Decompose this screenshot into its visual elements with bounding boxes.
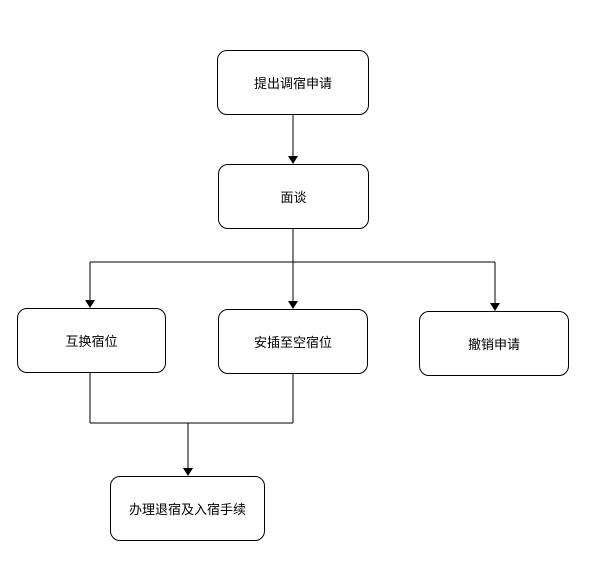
- node-cancel-application-label: 撤销申请: [467, 338, 520, 353]
- node-swap-bed: 互换宿位: [17, 308, 166, 373]
- node-interview: 面谈: [218, 164, 369, 229]
- node-checkout-checkin-procedures: 办理退宿及入宿手续: [110, 476, 265, 541]
- node-submit-application: 提出调宿申请: [217, 50, 369, 115]
- node-cancel-application: 撤销申请: [419, 311, 569, 376]
- node-submit-application-label: 提出调宿申请: [253, 77, 332, 92]
- node-swap-bed-label: 互换宿位: [65, 335, 118, 350]
- node-checkout-checkin-procedures-label: 办理退宿及入宿手续: [128, 503, 246, 518]
- node-assign-empty-bed-label: 安插至空宿位: [253, 336, 332, 351]
- node-interview-label: 面谈: [280, 191, 307, 206]
- node-assign-empty-bed: 安插至空宿位: [218, 309, 368, 374]
